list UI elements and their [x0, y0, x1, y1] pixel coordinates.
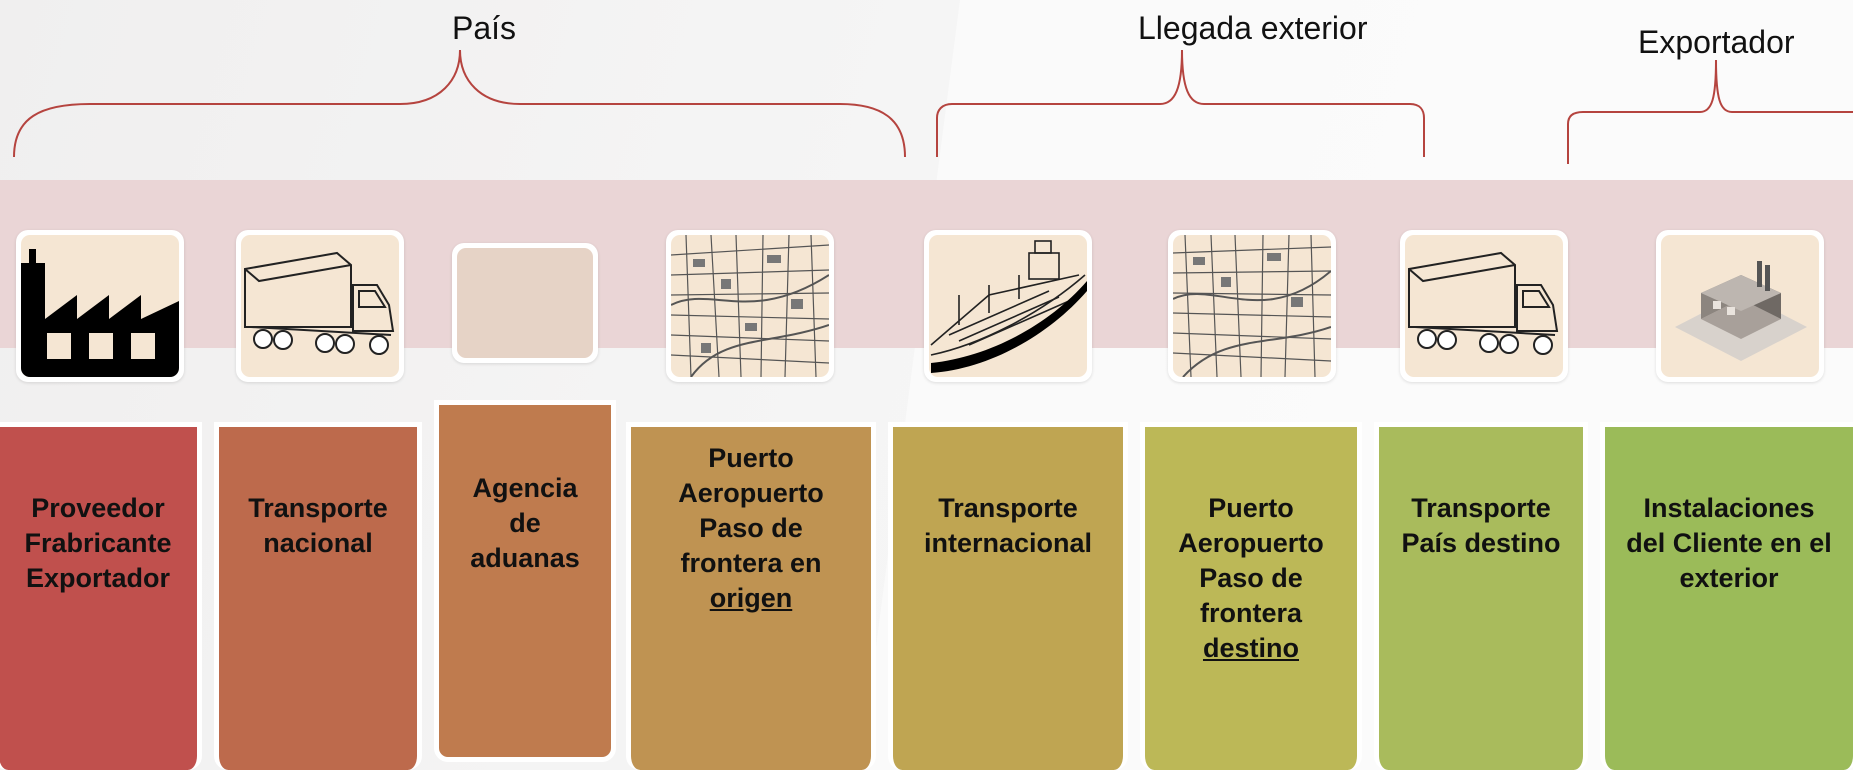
city-map-icon — [1168, 230, 1336, 382]
step-transporte-internacional: Transporte internacional — [888, 422, 1128, 770]
step-puerto-destino: Puerto Aeropuerto Paso de frontera desti… — [1140, 422, 1362, 770]
step-line: Frabricante — [24, 528, 172, 558]
factory-icon — [16, 230, 184, 382]
step-transporte-nacional: Transporte nacional — [214, 422, 422, 770]
group-braces — [13, 49, 1853, 164]
brace-llegada — [936, 49, 1425, 157]
step-line: País destino — [1401, 528, 1561, 558]
brace-exportador — [1567, 59, 1853, 164]
step-line: de — [509, 508, 541, 538]
step-proveedor: Proveedor Frabricante Exportador — [0, 422, 202, 770]
step-line: Aeropuerto — [678, 478, 824, 508]
step-line: frontera — [1199, 598, 1302, 628]
brace-pais — [13, 49, 906, 158]
truck-icon — [1400, 230, 1568, 382]
step-line: internacional — [923, 528, 1093, 558]
step-line: Proveedor — [31, 493, 165, 523]
group-label-llegada-exterior: Llegada exterior — [1138, 10, 1368, 46]
group-label-exportador: Exportador — [1638, 24, 1795, 60]
step-line: Puerto — [708, 443, 794, 473]
step-line: Transporte — [1411, 493, 1551, 523]
step-line: Instalaciones — [1643, 493, 1815, 523]
building-icon — [1656, 230, 1824, 382]
step-line: Agencia — [472, 473, 578, 503]
step-line: Paso de — [1199, 563, 1303, 593]
step-line: del Cliente en el — [1626, 528, 1832, 558]
ship-icon — [924, 230, 1092, 382]
step-line: Transporte — [248, 493, 388, 523]
step-line: Puerto — [1208, 493, 1294, 523]
step-line: nacional — [263, 528, 373, 558]
blank-icon — [452, 243, 598, 363]
step-line: Paso de — [699, 513, 803, 543]
step-transporte-pais-destino: Transporte País destino — [1374, 422, 1588, 770]
step-line: aduanas — [470, 543, 580, 573]
step-line: exterior — [1679, 563, 1779, 593]
group-label-pais: País — [452, 10, 517, 46]
step-line: Transporte — [938, 493, 1078, 523]
city-map-icon — [666, 230, 834, 382]
step-line: frontera en — [680, 548, 822, 578]
truck-icon — [236, 230, 404, 382]
step-line-underlined: destino — [1202, 633, 1299, 663]
step-puerto-origen: Puerto Aeropuerto Paso de frontera en or… — [626, 422, 876, 770]
step-line: Aeropuerto — [1178, 528, 1324, 558]
step-line: Exportador — [25, 563, 171, 593]
step-line-underlined: origen — [709, 583, 793, 613]
step-instalaciones-cliente: Instalaciones del Cliente en el exterior — [1600, 422, 1853, 770]
step-agencia-aduanas: Agencia de aduanas — [434, 400, 616, 762]
